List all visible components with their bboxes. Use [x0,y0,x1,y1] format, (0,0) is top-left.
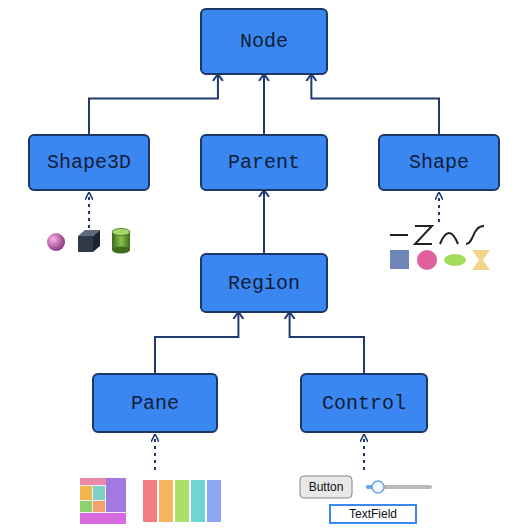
class-name: Pane [131,392,179,415]
control-label: Button [300,476,352,498]
class-name: Region [228,272,300,295]
instance-dots [89,196,439,470]
inheritance-arrow [290,313,364,373]
class-name: Shape [409,151,469,174]
control-label: TextField [330,505,416,523]
shape-samples [390,226,490,270]
class-name: Parent [228,151,300,174]
class-box: Control [300,373,428,433]
class-box: Shape [378,134,500,191]
class-name: Control [322,392,406,415]
inheritance-arrow [89,75,218,134]
class-box: Shape3D [28,134,150,191]
class-box: Pane [92,373,218,433]
class-box: Node [200,8,328,75]
shape3d-samples [47,229,130,254]
class-name: Node [240,30,288,53]
class-box: Region [200,253,328,313]
inheritance-arrow [263,191,265,253]
class-name: Shape3D [47,151,131,174]
pane-samples [80,478,221,524]
class-box: Parent [200,134,328,191]
inheritance-arrow [311,75,439,134]
inheritance-arrow [155,313,238,373]
control-samples [300,476,430,523]
inheritance-arrow [263,75,265,134]
